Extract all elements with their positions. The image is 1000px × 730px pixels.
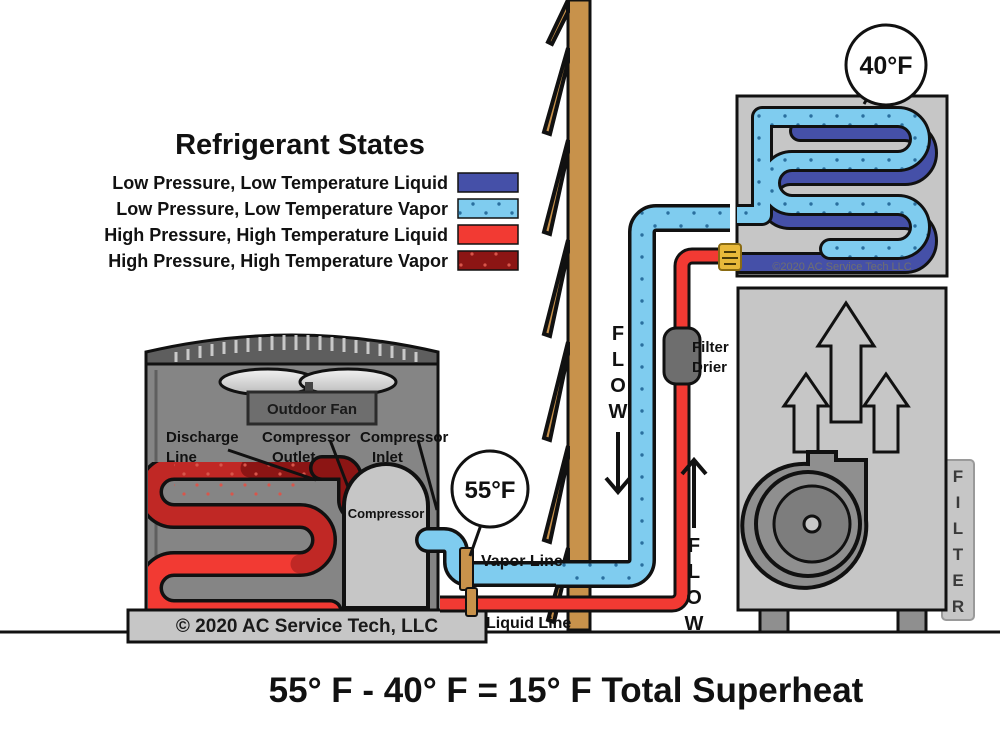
legend-swatch-3-speckle	[458, 251, 518, 270]
airflow-arrows	[781, 300, 911, 454]
vapor-line-label: Vapor Line	[481, 553, 563, 570]
callout-55-leader	[468, 521, 484, 557]
legend-swatch-2	[457, 224, 519, 245]
airflow-arrow-center	[815, 300, 877, 424]
liquid-line-label: Liquid Line	[486, 615, 571, 632]
flow-indicator-down: F L O W	[604, 323, 632, 496]
legend-label-2: High Pressure, High Temperature Liquid	[104, 225, 448, 245]
callout-leaders	[227, 439, 439, 511]
legend-label-3: High Pressure, High Temperature Vapor	[108, 251, 448, 271]
cond-mid	[148, 462, 334, 574]
flow-letter-up-0: F	[688, 535, 700, 557]
coil-copyright: ©2020 AC Service Tech LLC	[772, 261, 911, 273]
compressor-outlet-label-1: Compressor	[262, 429, 351, 446]
compressor-outlet-label-2: Outlet	[272, 449, 315, 466]
evaporator-coil	[737, 106, 938, 274]
legend-title: Refrigerant States	[175, 129, 425, 161]
filter-drier	[662, 326, 702, 386]
cond-vapor-speckle	[174, 462, 322, 502]
evap-vapor-speckle	[737, 109, 928, 257]
filter-letter-1: I	[956, 493, 961, 512]
flow-indicator-up: F L O W	[680, 456, 708, 635]
leader-comp-inlet	[416, 439, 439, 511]
legend-swatch-1-speckle	[458, 199, 518, 218]
equipment-pad	[126, 608, 488, 644]
cabinet-leg-right	[896, 608, 928, 634]
callout-evaporator-temp: 40°F	[844, 23, 928, 107]
filter-letter-2: L	[953, 519, 963, 538]
flow-letter-up-2: O	[686, 587, 702, 609]
outdoor-condensing-unit: Outdoor Fan Compressor © 2020 AC Service…	[126, 333, 573, 644]
metering-device-detail	[722, 251, 738, 265]
callout-40-text: 40°F	[859, 52, 912, 80]
liquid-line-fill	[440, 250, 728, 610]
pad-copyright: © 2020 AC Service Tech, LLC	[176, 616, 438, 637]
wall-siding	[541, 0, 570, 625]
filter-label: F I L T E R	[952, 467, 964, 616]
flow-letter-up-1: L	[688, 561, 700, 583]
flow-letter-down-2: O	[610, 375, 626, 397]
flow-letter-down-1: L	[612, 349, 624, 371]
unit-top-cap	[144, 333, 440, 368]
flow-letter-up-3: W	[685, 613, 704, 635]
vapor-line	[556, 204, 730, 588]
superheat-equation: 55° F - 40° F = 15° F Total Superheat	[269, 671, 864, 710]
flow-arrow-down	[604, 432, 632, 496]
filter-drier-label-line1: Filter	[692, 339, 729, 356]
compressor-inlet-label-1: Compressor	[360, 429, 449, 446]
outdoor-fan-label: Outdoor Fan	[267, 401, 357, 418]
filter-drier-label-line2: Drier	[692, 359, 727, 376]
compressor-label: Compressor	[348, 506, 425, 521]
callout-vapor-line-temp: 55°F	[450, 449, 530, 557]
liquid-line	[440, 247, 728, 613]
blower-hub	[802, 514, 822, 534]
callout-55-text: 55°F	[465, 477, 516, 504]
flow-letter-down-3: W	[609, 401, 628, 423]
vapor-line-speckle	[556, 207, 730, 585]
outdoor-fan-label-box	[246, 390, 378, 426]
callout-55-circle	[450, 449, 530, 529]
legend-label-1: Low Pressure, Low Temperature Vapor	[116, 199, 448, 219]
cabinet-leg-left	[758, 608, 790, 634]
filter-letter-0: F	[953, 467, 963, 486]
flow-letter-down-0: F	[612, 323, 624, 345]
compressor-inlet-label-2: Inlet	[372, 449, 403, 466]
liquid-service-valve	[465, 587, 478, 617]
callout-40-circle	[844, 23, 928, 107]
leader-discharge	[227, 448, 317, 482]
filter-letter-5: R	[952, 597, 964, 616]
legend: Refrigerant States Low Pressure, Low Tem…	[104, 129, 519, 271]
legend-label-0: Low Pressure, Low Temperature Liquid	[112, 173, 448, 193]
wall	[541, 0, 592, 632]
discharge-line-label-1: Discharge	[166, 429, 239, 446]
indoor-air-handler	[736, 286, 975, 634]
top-grille	[174, 335, 418, 362]
filter-letter-4: E	[952, 571, 963, 590]
leader-comp-outlet	[328, 439, 350, 488]
filter-letter-3: T	[953, 545, 964, 564]
discharge-line-label-2: Line	[166, 449, 197, 466]
airflow-arrow-right	[861, 371, 911, 454]
flow-arrow-up	[680, 456, 708, 528]
compressor	[342, 462, 430, 610]
legend-swatch-0	[457, 172, 519, 193]
